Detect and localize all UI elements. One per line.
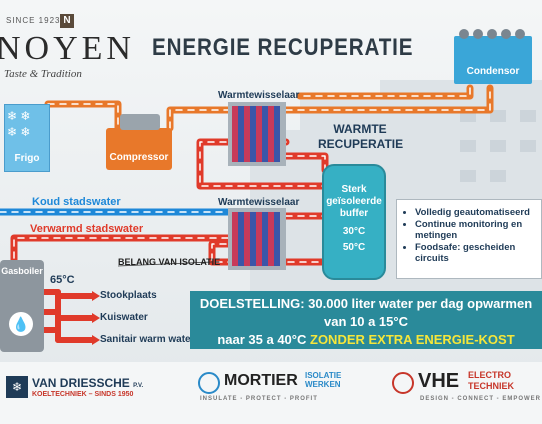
arrow-stookplaats [92, 291, 100, 301]
compressor-motor [120, 114, 160, 130]
frigo-label: Frigo [14, 153, 40, 164]
partner-2-side-2: WERKEN [305, 380, 341, 389]
buffer-temp-2: 50°C [342, 242, 366, 253]
van-driessche-logo-icon: ❄ [6, 376, 28, 398]
goal-line-2: naar 35 a 40°C ZONDER EXTRA ENERGIE-KOST [190, 331, 542, 349]
goal-text-1: 30.000 liter water per dag opwarmen van … [308, 296, 533, 329]
pipe-output-kuiswater [41, 309, 97, 321]
hx-bottom-label: Warmtewisselaar [218, 197, 300, 208]
feature-item: Volledig geautomatiseerd [415, 207, 537, 218]
warm-water-label: Verwarmd stadswater [30, 223, 144, 235]
goal-banner: DOELSTELLING: 30.000 liter water per dag… [190, 291, 542, 349]
pipe-frigo-to-compressor [44, 100, 122, 132]
buffer-temp-1: 30°C [342, 226, 366, 237]
pipe-condensor-return [296, 84, 474, 100]
condensor-label: Condensor [466, 66, 520, 77]
compressor-label: Compressor [109, 152, 169, 163]
heat-exchanger-bottom [228, 208, 286, 270]
pipe-output-stookplaats [41, 289, 97, 299]
insulation-note: BELANG VAN ISOLATIE [118, 257, 221, 267]
pipe-buffer-return [282, 152, 329, 174]
pipe-compressor-to-hx [166, 106, 232, 132]
vhe-logo-icon [392, 372, 414, 394]
partner-1-sub: KOELTECHNIEK – SINDS 1950 [32, 391, 134, 398]
goal-line-1: DOELSTELLING: 30.000 liter water per dag… [190, 295, 542, 331]
mortier-logo-icon [198, 372, 220, 394]
recovery-label-2: RECUPERATIE [318, 137, 404, 151]
buffer-label-1: Sterk [341, 184, 367, 195]
partner-2-sub: INSULATE - PROTECT - PROFIT [200, 396, 318, 402]
cold-water-label: Koud stadswater [32, 196, 121, 208]
hx-top-label: Warmtewisselaar [218, 90, 300, 101]
page-title: ENERGIE RECUPERATIE [152, 34, 414, 61]
goal-text-2b: ZONDER EXTRA ENERGIE-KOST [310, 332, 515, 347]
goal-text-2a: naar 35 a 40°C [217, 332, 307, 347]
partner-logos: ❄ VAN DRIESSCHE P.V. KOELTECHNIEK – SIND… [0, 362, 542, 424]
goal-prefix: DOELSTELLING: [199, 296, 305, 311]
brand-since: SINCE 1923 [6, 16, 61, 25]
frigo-unit: ❄ ❄ ❄ ❄ Frigo [4, 104, 50, 172]
output-kuiswater: Kuiswater [100, 312, 148, 323]
snowflake-icon: ❄ ❄ [7, 125, 31, 139]
gasboiler-temp: 65°C [50, 274, 75, 286]
arrow-sanitair [92, 335, 100, 345]
gasboiler-label: Gasboiler [1, 266, 43, 276]
partner-3-side-1: ELECTRO [468, 370, 512, 380]
gasboiler-unit: Gasboiler 💧 [0, 260, 44, 352]
flame-icon: 💧 [9, 312, 33, 336]
output-sanitair: Sanitair warm water [100, 334, 195, 345]
compressor-unit: Compressor [106, 114, 172, 170]
brand-logo-mark: N [60, 14, 74, 28]
partner-2-name: MORTIER [224, 372, 298, 389]
insulation-pointer [117, 261, 213, 267]
partner-3-name: VHE [418, 370, 460, 392]
brand-name: NOYEN [0, 30, 135, 67]
partner-2-side-1: ISOLATIE [305, 371, 342, 380]
partner-1-name: VAN DRIESSCHE P.V. [32, 376, 144, 390]
heat-exchanger-top [228, 102, 286, 166]
pipe-condensor-to-frigo [48, 70, 440, 92]
partner-3-sub: DESIGN - CONNECT - EMPOWER [420, 396, 542, 402]
feature-item: Continue monitoring en metingen [415, 219, 537, 241]
features-box: Volledig geautomatiseerd Continue monito… [396, 199, 542, 279]
output-stookplaats: Stookplaats [100, 290, 157, 301]
recovery-label-1: WARMTE [333, 122, 387, 136]
feature-item: Foodsafe: gescheiden circuits [415, 242, 537, 264]
pipe-output-sanitair [41, 327, 97, 343]
buffer-tank: Sterk geïsoleerde buffer 30°C 50°C [322, 164, 386, 280]
partner-3-side-2: TECHNIEK [468, 381, 515, 391]
condensor-unit: Condensor [454, 29, 532, 84]
brand-tagline: Taste & Tradition [4, 68, 82, 80]
fan-icon [459, 29, 525, 39]
snowflake-icon: ❄ ❄ [7, 109, 31, 123]
buffer-label-3: buffer [339, 208, 369, 219]
arrow-kuiswater [92, 313, 100, 323]
buffer-label-2: geïsoleerde [326, 196, 382, 207]
